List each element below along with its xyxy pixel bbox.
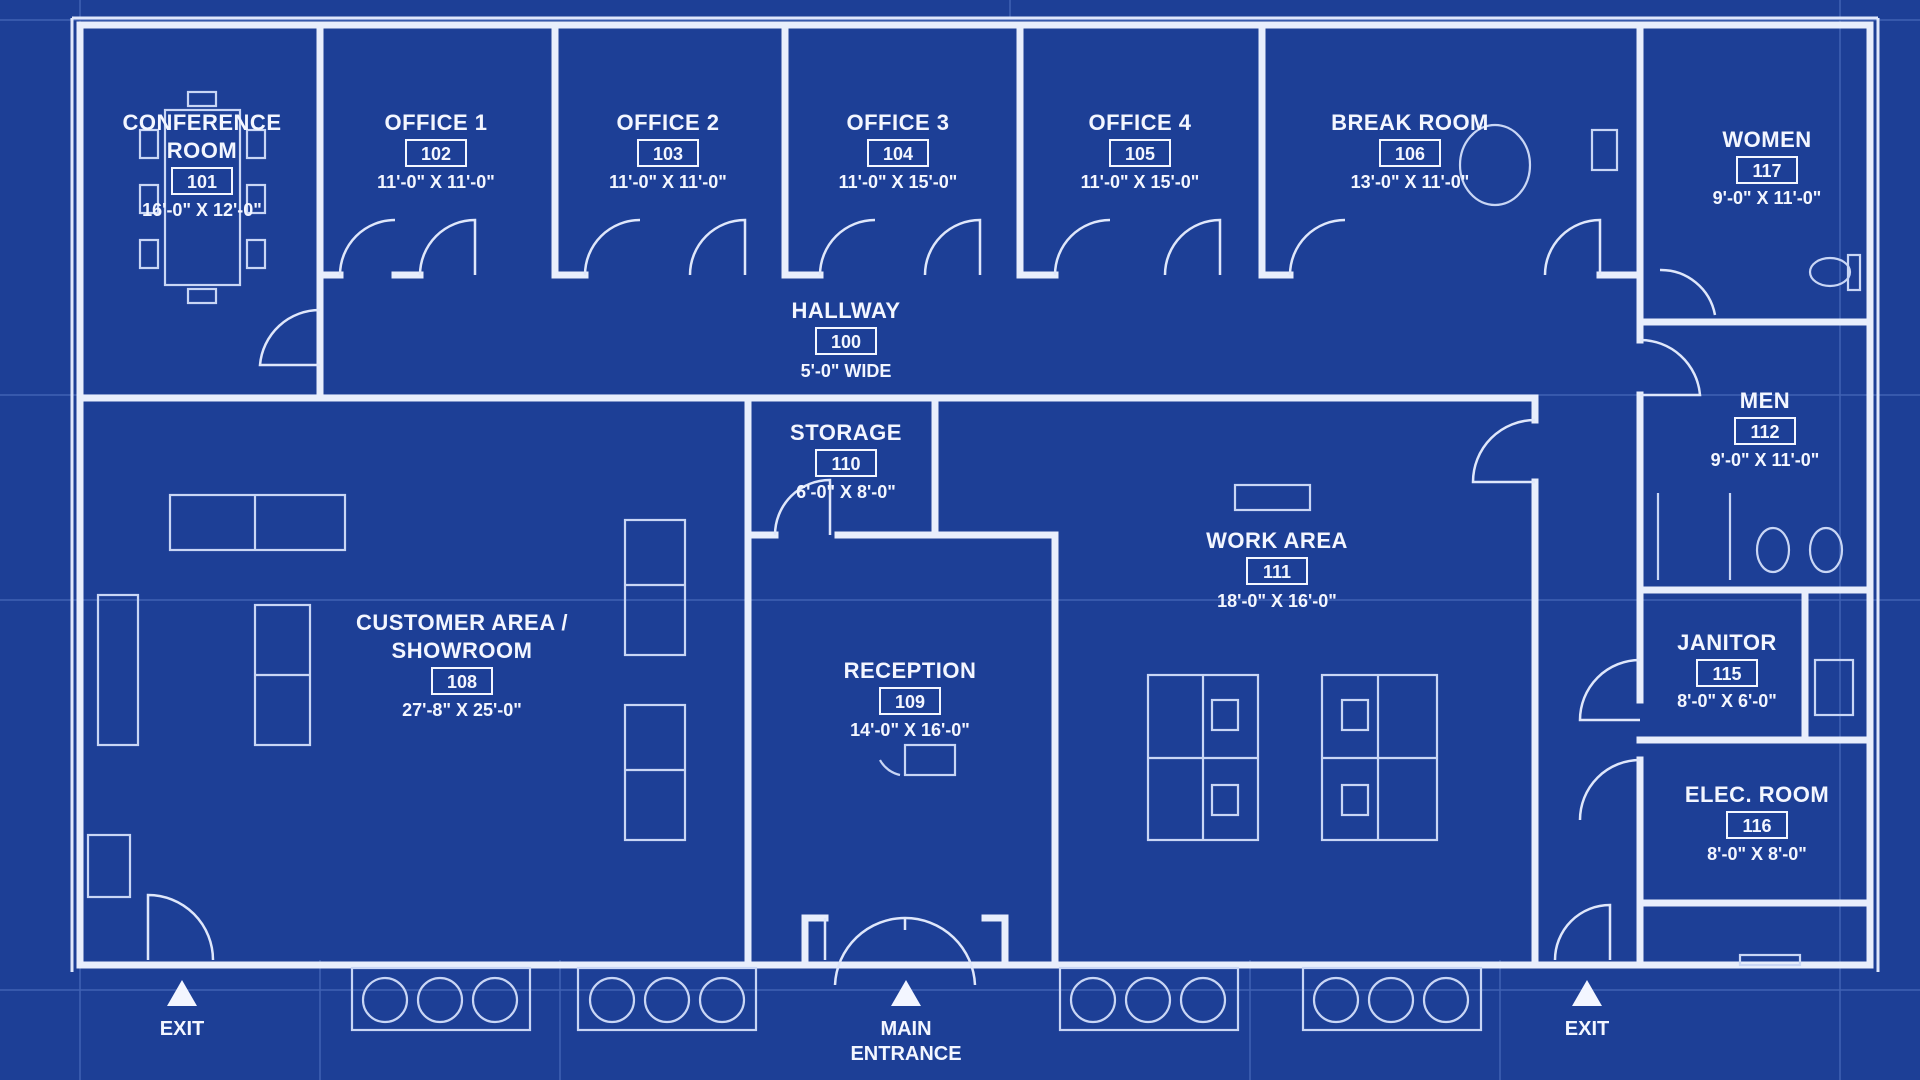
room-name-janitor: JANITOR <box>1677 630 1777 655</box>
room-dims-office4: 11'-0" X 15'-0" <box>1081 172 1200 192</box>
room-name-women: WOMEN <box>1722 127 1811 152</box>
room-number-workarea: 111 <box>1263 562 1291 582</box>
room-dims-storage: 6'-0" X 8'-0" <box>796 482 896 502</box>
room-dims-women: 9'-0" X 11'-0" <box>1713 188 1822 208</box>
room-number-janitor: 115 <box>1712 664 1741 684</box>
room-name-breakroom: BREAK ROOM <box>1331 110 1489 135</box>
room-dims-office3: 11'-0" X 15'-0" <box>839 172 958 192</box>
room-dims-reception: 14'-0" X 16'-0" <box>850 720 970 740</box>
furniture <box>86 90 1862 1032</box>
door-swings <box>146 218 1717 986</box>
room-number-office3: 104 <box>883 144 913 164</box>
room-name-conference: CONFERENCE <box>122 110 281 135</box>
exit-right-arrow-icon <box>1572 980 1602 1006</box>
exit-markers: EXIT MAIN ENTRANCE EXIT <box>160 980 1609 1065</box>
room-labels: CONFERENCE ROOM 101 16'-0" X 12'-0" OFFI… <box>122 110 1829 864</box>
room-number-office1: 102 <box>421 144 451 164</box>
room-number-hallway: 100 <box>831 332 861 352</box>
room-name-customer: CUSTOMER AREA / <box>356 610 568 635</box>
room-number-breakroom: 106 <box>1395 144 1425 164</box>
room-number-office4: 105 <box>1125 144 1155 164</box>
room-name-workarea: WORK AREA <box>1206 528 1348 553</box>
room-number-customer: 108 <box>447 672 477 692</box>
room-name-office4: OFFICE 4 <box>1088 110 1191 135</box>
room-name-reception: RECEPTION <box>844 658 977 683</box>
room-number-men: 112 <box>1750 422 1779 442</box>
room-number-office2: 103 <box>653 144 683 164</box>
room-dims-janitor: 8'-0" X 6'-0" <box>1677 691 1777 711</box>
exit-left-arrow-icon <box>167 980 197 1006</box>
room-dims-breakroom: 13'-0" X 11'-0" <box>1351 172 1470 192</box>
room-number-elec: 116 <box>1742 816 1771 836</box>
room-number-women: 117 <box>1752 161 1781 181</box>
room-dims-office2: 11'-0" X 11'-0" <box>609 172 727 192</box>
room-name-office3: OFFICE 3 <box>846 110 949 135</box>
room-dims-elec: 8'-0" X 8'-0" <box>1707 844 1807 864</box>
main-entrance-arrow-icon <box>891 980 921 1006</box>
exterior-walls <box>70 16 1880 972</box>
room-dims-men: 9'-0" X 11'-0" <box>1711 450 1820 470</box>
room-number-storage: 110 <box>831 454 860 474</box>
room-name-storage: STORAGE <box>790 420 902 445</box>
room-name-hallway: HALLWAY <box>791 298 900 323</box>
room-dims-office1: 11'-0" X 11'-0" <box>377 172 495 192</box>
room-name2-conference: ROOM <box>167 138 237 163</box>
room-name-elec: ELEC. ROOM <box>1685 782 1829 807</box>
main-entrance-label: MAIN <box>880 1018 931 1040</box>
room-number-reception: 109 <box>895 692 925 712</box>
interior-walls <box>76 24 1874 964</box>
room-dims-conference: 16'-0" X 12'-0" <box>142 200 262 220</box>
exit-right-label: EXIT <box>1565 1018 1609 1040</box>
room-name-office2: OFFICE 2 <box>616 110 719 135</box>
room-name-men: MEN <box>1740 388 1790 413</box>
room-dims-customer: 27'-8" X 25'-0" <box>402 700 522 720</box>
main-entrance-label2: ENTRANCE <box>850 1043 961 1065</box>
exit-left-label: EXIT <box>160 1018 204 1040</box>
room-name-office1: OFFICE 1 <box>384 110 487 135</box>
room-dims-hallway: 5'-0" WIDE <box>801 361 892 381</box>
room-number-conference: 101 <box>187 172 217 192</box>
room-dims-workarea: 18'-0" X 16'-0" <box>1217 591 1337 611</box>
room-name2-customer: SHOWROOM <box>392 638 533 663</box>
